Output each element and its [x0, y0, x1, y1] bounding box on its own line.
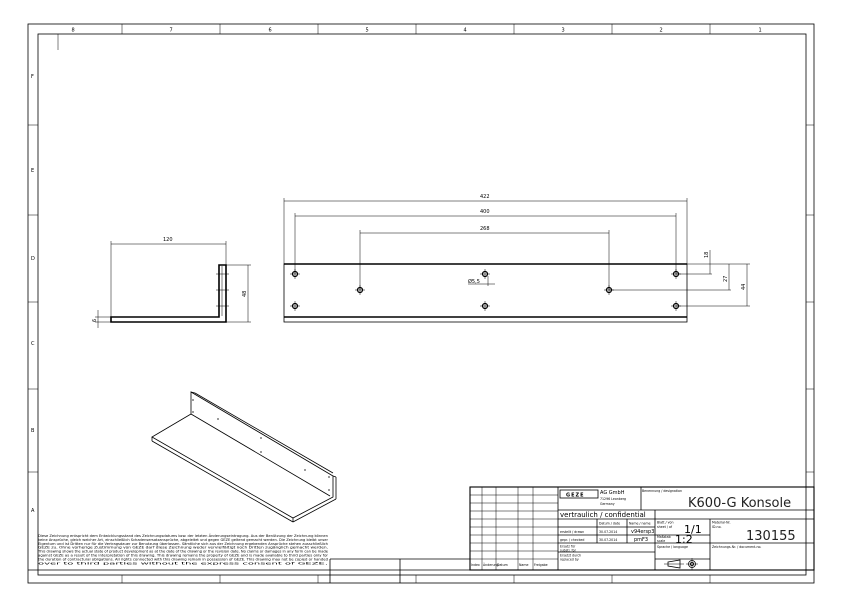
- disclaimer-line: Eigentum und ist Dritten nur für die Ver…: [38, 542, 328, 546]
- material-label-1: Material-Nr.: [712, 521, 731, 525]
- disclaimer-line: the duration of contractural obligations…: [38, 557, 328, 561]
- iso-hole: [304, 469, 306, 471]
- replaced-by-label-2: replaced by: [560, 558, 579, 562]
- scale-label-2: scale: [657, 539, 665, 543]
- dim-height: 48: [242, 291, 248, 297]
- dim-v3: 44: [741, 284, 747, 290]
- revision-header: Freigabe: [534, 563, 548, 567]
- column-label: 2: [660, 28, 663, 34]
- designation-label: Benennung / designation: [642, 489, 682, 493]
- iso-hole: [328, 489, 330, 491]
- replaced-by-label-1: Ersetzt durch: [560, 554, 581, 558]
- material-label-2: ID-no.: [712, 525, 721, 529]
- dim-thickness: 6: [92, 319, 98, 322]
- mounting-hole: [480, 301, 490, 311]
- mounting-hole: [290, 301, 300, 311]
- sheet-label-1: Blatt / von: [657, 521, 673, 525]
- iso-hole: [192, 411, 194, 413]
- drawn-name: v94ersp3: [631, 529, 654, 535]
- material-number: 130155: [746, 529, 796, 544]
- checked-label: gepr. / checked: [560, 538, 584, 542]
- drawn-date: 30.07.2014: [599, 530, 617, 534]
- disclaimer-line: keine Ansprüche, gleich welcher Art, ein…: [38, 538, 329, 542]
- disclaimer-line: Diese Zeichnung entspricht dem Entwicklu…: [38, 533, 328, 538]
- company-city: 71296 Leonberg: [600, 497, 626, 501]
- confidential-label: vertraulich / confidential: [560, 511, 646, 519]
- row-label: B: [31, 428, 35, 434]
- sheet-label-2: sheet / of: [657, 525, 673, 529]
- row-label: C: [31, 341, 35, 347]
- date-label: Datum / date: [599, 522, 620, 526]
- column-label: 1: [759, 28, 762, 34]
- mounting-hole: [480, 269, 490, 279]
- iso-hole: [260, 451, 262, 453]
- iso-hole: [260, 437, 262, 439]
- company-logo: [559, 489, 599, 499]
- column-label: 7: [170, 28, 173, 34]
- revision-header: Änderung: [483, 562, 499, 567]
- iso-hole: [192, 399, 194, 401]
- disclaimer-line: over to third parties without the expres…: [38, 561, 328, 565]
- substitute-for-label-2: substi. for: [560, 549, 577, 553]
- scale-value: 1:2: [675, 533, 693, 546]
- scale-label-1: Maßstab: [657, 535, 671, 539]
- column-label: 5: [366, 28, 369, 34]
- checked-name: pmF3: [634, 537, 648, 543]
- column-label: 3: [562, 28, 565, 34]
- title-block: GEZE AG GmbH 71296 Leonberg Germany Bene…: [469, 486, 815, 571]
- company-country: Germany: [600, 502, 615, 506]
- revision-header: Index: [471, 563, 480, 567]
- dim-outer-holes: 400: [480, 209, 490, 215]
- revision-header: Datum: [497, 563, 508, 567]
- row-label: F: [31, 74, 34, 80]
- dim-overall: 422: [480, 194, 490, 200]
- disclaimer-line: GEZE zu. Ohne vorherige Zustimmung von G…: [38, 546, 328, 550]
- substitute-for-label-1: Ersatz für: [560, 545, 576, 549]
- side-view: 120 48 6: [92, 237, 251, 328]
- disclaimer-line: This drawing shows the actual state of p…: [37, 550, 328, 554]
- document-label: Zeichnungs-Nr. / document-no.: [712, 545, 761, 549]
- row-label: A: [31, 508, 35, 514]
- row-label: E: [31, 168, 34, 174]
- drawing-frame: 8 7 6 5 4 3 2 1 F E D C B A: [27, 23, 815, 584]
- column-label: 4: [464, 28, 467, 34]
- dim-v1: 18: [704, 252, 710, 258]
- dim-inner-holes: 268: [480, 226, 490, 232]
- dim-depth: 120: [163, 237, 173, 243]
- name-label: Name / name: [629, 522, 651, 526]
- drawn-label: erstellt / drawn: [560, 530, 584, 534]
- sheet-number: 1/1: [684, 523, 702, 536]
- projection-symbol-icon: [664, 558, 698, 570]
- revision-header: Name: [519, 563, 528, 567]
- column-label: 8: [72, 28, 75, 34]
- company-name: AG GmbH: [600, 490, 625, 496]
- dim-hole-diameter: Ø5,5: [468, 278, 480, 285]
- front-view: 422 400 268 Ø5,5 18 27 44: [283, 194, 750, 323]
- language-label: Sprache / language: [657, 545, 688, 549]
- disclaimer-line: against GEZE as a result of the interpre…: [38, 554, 329, 558]
- logo-text: GEZE: [566, 493, 585, 499]
- disclaimer-text: Diese Zeichnung entspricht dem Entwicklu…: [37, 533, 329, 565]
- isometric-view: [151, 391, 337, 523]
- iso-hole: [328, 476, 330, 478]
- row-label: D: [31, 256, 35, 262]
- iso-hole: [217, 418, 219, 420]
- dim-v2: 27: [723, 276, 729, 282]
- checked-date: 30.07.2014: [599, 538, 617, 542]
- designation: K600-G Konsole: [688, 496, 791, 511]
- column-label: 6: [269, 28, 272, 34]
